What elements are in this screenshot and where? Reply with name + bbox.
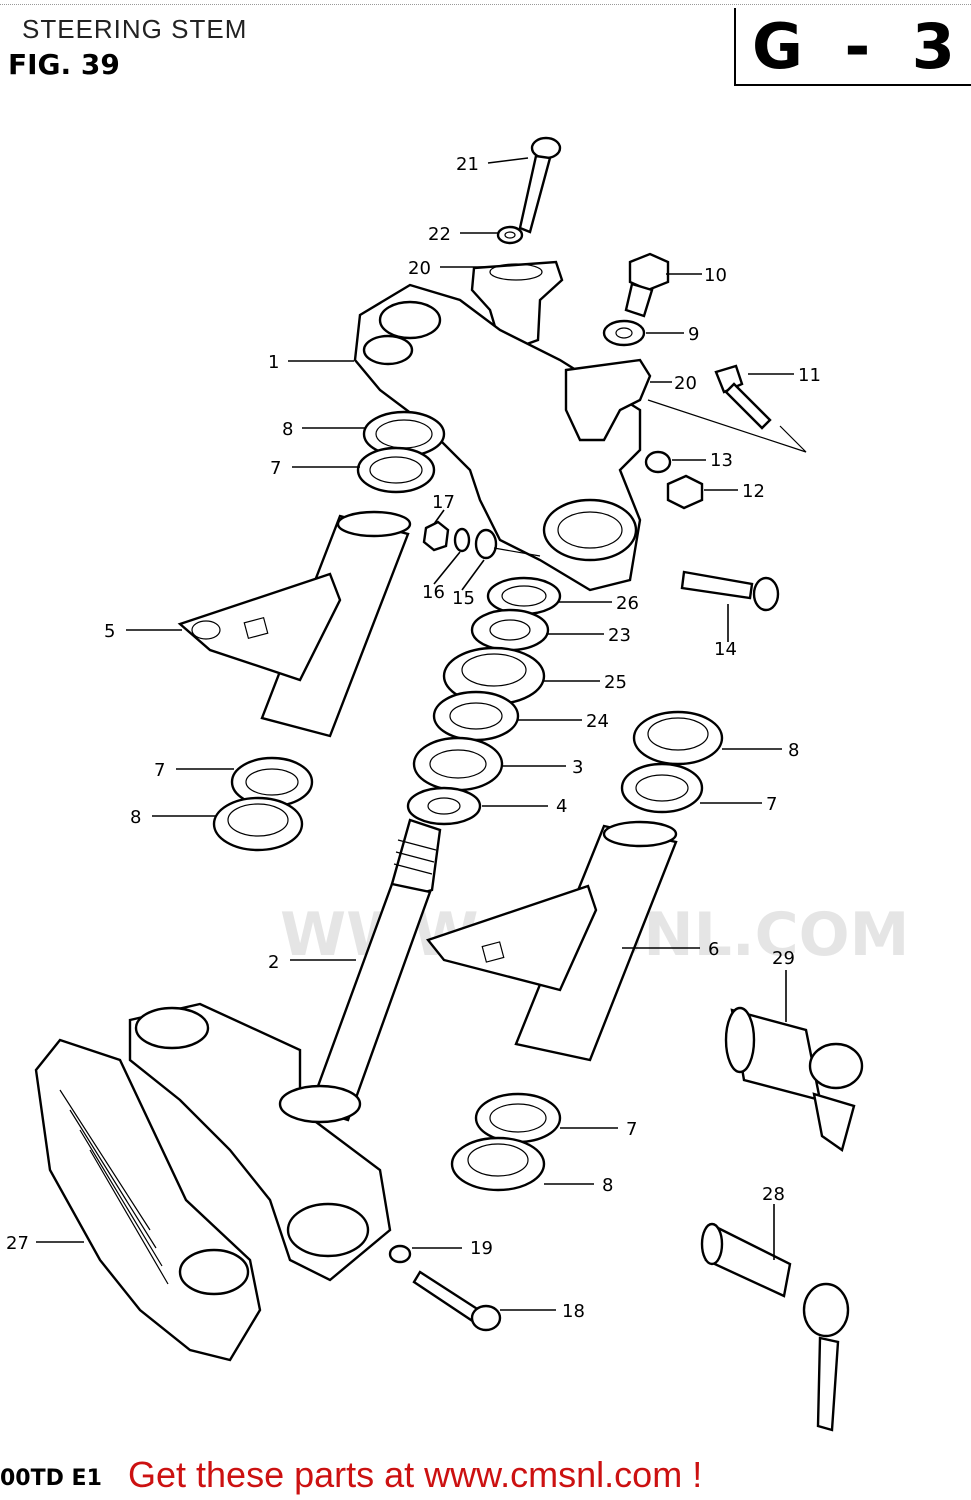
callout-10: 10 <box>704 265 727 286</box>
part-fork-tube-5 <box>177 510 412 738</box>
callout-numbers: 21 22 20 10 9 1 20 11 8 7 13 12 17 16 15… <box>6 154 821 1322</box>
callout-17: 17 <box>432 492 455 513</box>
part-bearing-7b <box>620 762 704 814</box>
callout-8-lower: 8 <box>602 1175 613 1196</box>
part-upper-bracket-1 <box>353 283 642 592</box>
guide-line-11 <box>647 399 807 453</box>
part-washer-13 <box>644 450 672 474</box>
footer-shop-link[interactable]: Get these parts at www.cmsnl.com ! <box>128 1454 703 1495</box>
callout-19: 19 <box>470 1238 493 1259</box>
callout-3: 3 <box>572 757 583 778</box>
callout-1: 1 <box>268 352 279 373</box>
callout-23: 23 <box>608 625 631 646</box>
section-code: G - 3 <box>752 10 965 83</box>
callout-18: 18 <box>562 1301 585 1322</box>
callout-2: 2 <box>268 952 279 973</box>
callout-16: 16 <box>422 582 445 603</box>
part-washer-16 <box>453 527 471 553</box>
part-bolt-14 <box>680 570 780 612</box>
part-washer-9 <box>602 319 646 347</box>
part-bearing-7d <box>474 1092 562 1144</box>
part-lower-bracket <box>128 1002 392 1282</box>
callout-8-top-left: 8 <box>282 419 293 440</box>
figure-number: FIG. 39 <box>8 48 120 81</box>
part-steering-lock-29 <box>724 1006 864 1152</box>
part-bush-15 <box>474 528 541 560</box>
callout-4: 4 <box>556 796 567 817</box>
part-handlebar-clamp-20b <box>564 358 652 442</box>
part-nut-17 <box>422 520 450 552</box>
callout-26: 26 <box>616 593 639 614</box>
callout-11: 11 <box>798 365 821 386</box>
callout-12: 12 <box>742 481 765 502</box>
part-bearing-8c <box>212 796 304 852</box>
part-washer-23 <box>470 608 550 652</box>
callout-29: 29 <box>772 948 795 969</box>
part-bolt-10 <box>624 252 670 318</box>
callout-15: 15 <box>452 588 475 609</box>
model-code: 00TD E1 <box>0 1466 102 1491</box>
part-bearing-4 <box>406 786 482 826</box>
callout-8-right: 8 <box>788 740 799 761</box>
callout-20-upper: 20 <box>408 258 431 279</box>
part-dust-seal-24 <box>432 690 520 742</box>
part-nut-26 <box>486 576 562 616</box>
part-front-cover-27 <box>34 1038 262 1362</box>
part-steering-stem-2 <box>308 818 442 1122</box>
callout-7-right: 7 <box>766 794 777 815</box>
callout-9: 9 <box>688 324 699 345</box>
part-circlip-19 <box>388 1244 412 1264</box>
part-lock-28 <box>700 1222 850 1432</box>
part-fork-tube-6 <box>425 820 678 1062</box>
part-bolt-18 <box>412 1270 502 1332</box>
callout-7-top-left: 7 <box>270 458 281 479</box>
callout-21: 21 <box>456 154 479 175</box>
callout-28: 28 <box>762 1184 785 1205</box>
callout-6: 6 <box>708 939 719 960</box>
leader-lines <box>36 157 794 1311</box>
part-nut-22 <box>496 225 524 245</box>
callout-25: 25 <box>604 672 627 693</box>
exploded-parts-diagram: 21 22 20 10 9 1 20 11 8 7 13 12 17 16 15… <box>6 136 864 1432</box>
part-nut-12 <box>666 474 704 510</box>
part-bolt-21 <box>518 136 562 234</box>
part-bearing-8d <box>450 1136 546 1192</box>
callout-24: 24 <box>586 711 609 732</box>
callout-7-lower: 7 <box>626 1119 637 1140</box>
callout-22: 22 <box>428 224 451 245</box>
page-title: STEERING STEM <box>22 14 248 44</box>
top-rule <box>0 4 971 5</box>
callout-5: 5 <box>104 621 115 642</box>
callout-13: 13 <box>710 450 733 471</box>
callout-7-left: 7 <box>154 760 165 781</box>
callout-14: 14 <box>714 639 737 660</box>
callout-8-left: 8 <box>130 807 141 828</box>
part-bearing-3 <box>412 736 504 792</box>
part-bolt-11 <box>714 364 772 430</box>
callout-27: 27 <box>6 1233 29 1254</box>
part-bearing-7a <box>356 446 436 494</box>
section-box <box>734 8 971 86</box>
part-bearing-8b <box>632 710 724 766</box>
callout-20-lower: 20 <box>674 373 697 394</box>
